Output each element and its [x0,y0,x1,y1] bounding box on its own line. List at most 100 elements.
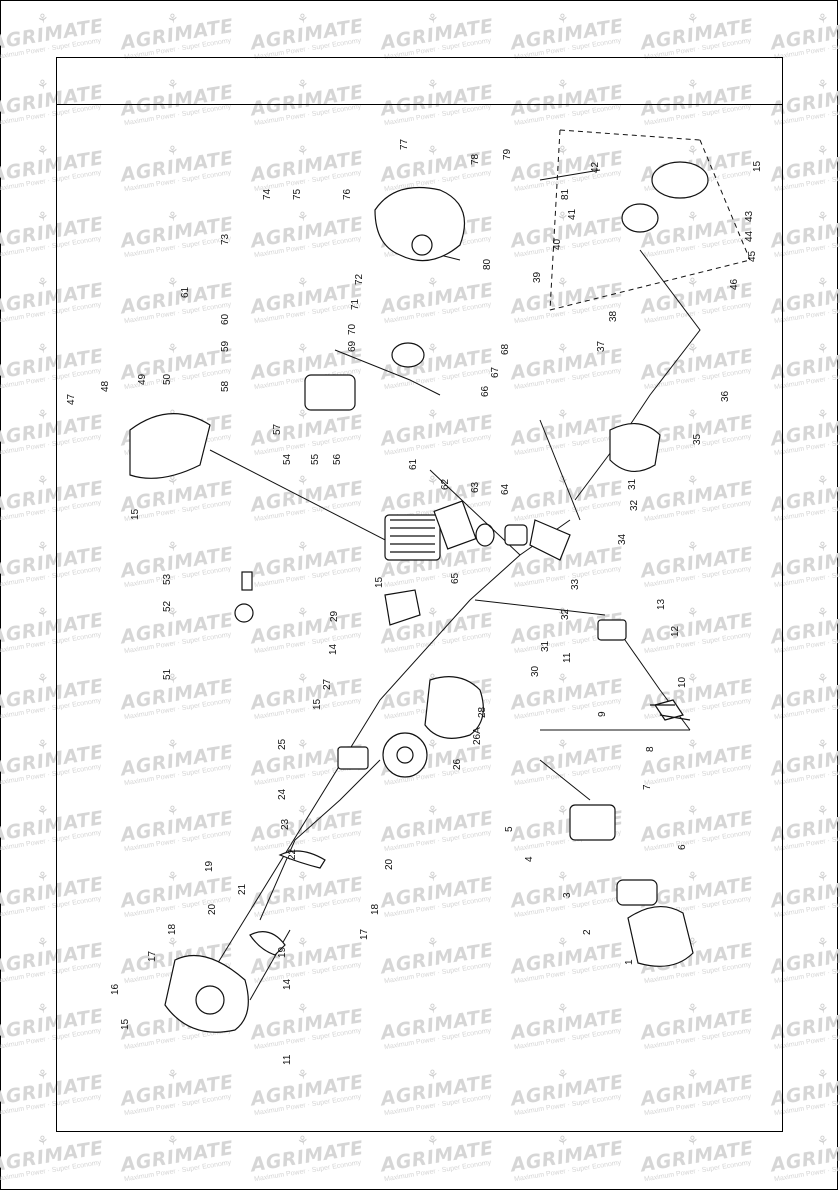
part-number-label: 65 [450,572,461,584]
part-number-label: 68 [500,343,511,355]
engine-cover [129,413,211,479]
air-filter-cover [627,906,694,967]
part-number-label: 15 [312,698,323,710]
part-number-label: 28 [477,706,488,718]
part-number-label: 50 [162,373,173,385]
part-number-label: 36 [720,390,731,402]
part-number-label: 54 [282,453,293,465]
part-number-label: 12 [670,625,681,637]
part-number-label: 79 [502,148,513,160]
part-number-label: 26A [472,727,483,745]
piston [504,524,528,546]
part-number-label: 18 [167,923,178,935]
part-number-label: 77 [399,138,410,150]
part-number-label: 71 [350,298,361,310]
part-number-callouts: 1234567891011111213141415151515151617171… [66,138,763,1065]
part-number-label: 5 [504,826,515,832]
part-number-label: 10 [677,676,688,688]
part-number-label: 26 [452,758,463,770]
part-number-label: 24 [277,788,288,800]
part-number-label: 31 [627,478,638,490]
part-number-label: 16 [110,983,121,995]
part-number-label: 33 [570,578,581,590]
muffler [304,374,356,411]
part-number-label: 17 [147,950,158,962]
part-number-label: 25 [277,738,288,750]
part-number-label: 15 [752,160,763,172]
part-number-label: 18 [370,903,381,915]
part-number-label: 6 [677,844,688,850]
part-number-label: 27 [322,678,333,690]
part-number-label: 47 [66,393,77,405]
part-number-label: 39 [532,271,543,283]
part-number-label: 23 [280,818,291,830]
part-number-label: 81 [560,188,571,200]
part-number-label: 1 [624,959,635,965]
part-number-label: 32 [560,608,571,620]
diagram-frame [56,57,783,1132]
insulator [597,619,627,641]
part-number-label: 11 [282,1054,293,1065]
part-number-label: 78 [470,153,481,165]
part-number-label: 41 [567,208,578,220]
part-number-label: 66 [480,385,491,397]
starter-housing [651,161,709,199]
part-number-label: 4 [524,856,535,862]
part-number-label: 58 [220,380,231,392]
part-number-label: 45 [747,250,758,262]
part-number-label: 75 [292,188,303,200]
part-number-label: 63 [470,481,481,493]
leader-lines [194,129,751,1001]
part-number-label: 69 [347,340,358,352]
part-number-label: 30 [530,665,541,677]
cylinder-shroud [384,589,421,626]
cylinder-gasket [433,500,477,550]
part-number-label: 59 [220,340,231,352]
fuel-tank [374,186,466,262]
part-number-label: 37 [596,340,607,352]
part-number-label: 72 [354,273,365,285]
part-number-label: 35 [692,433,703,445]
part-number-label: 21 [237,883,248,895]
part-number-label: 15 [374,576,385,588]
part-number-label: 7 [642,784,653,790]
part-number-label: 57 [272,423,283,435]
part-number-label: 40 [552,238,563,250]
starter-pulley [621,203,659,233]
part-number-label: 38 [608,310,619,322]
part-number-label: 20 [207,903,218,915]
crankcase-half [609,423,661,472]
part-number-label: 14 [328,643,339,655]
part-number-label: 42 [590,161,601,173]
cylinder-block [384,514,441,561]
starter-spring [234,603,254,623]
part-number-label: 70 [347,323,358,335]
part-number-label: 67 [490,366,501,378]
part-number-label: 13 [656,598,667,610]
part-number-label: 19 [204,860,215,872]
part-number-label: 11 [562,652,573,663]
part-number-label: 55 [310,453,321,465]
part-number-label: 15 [120,1018,131,1030]
part-number-label: 44 [744,230,755,242]
part-number-label: 22 [287,848,298,860]
clutch-shoe [278,850,326,869]
part-number-label: 15 [130,508,141,520]
part-number-label: 8 [645,746,656,752]
part-number-label: 60 [220,313,231,325]
part-number-label: 2 [582,929,593,935]
part-number-label: 9 [597,711,608,717]
frame-header [57,58,782,105]
part-number-label: 62 [440,478,451,490]
carburetor [569,804,616,841]
part-number-label: 46 [729,278,740,290]
part-number-label: 43 [744,210,755,222]
part-number-label: 20 [384,858,395,870]
part-number-label: 48 [100,380,111,392]
handle-bracket [249,931,286,956]
part-number-label: 73 [220,233,231,245]
part-number-label: 64 [500,483,511,495]
part-number-label: 61 [180,286,191,298]
air-filter-element [616,879,658,906]
